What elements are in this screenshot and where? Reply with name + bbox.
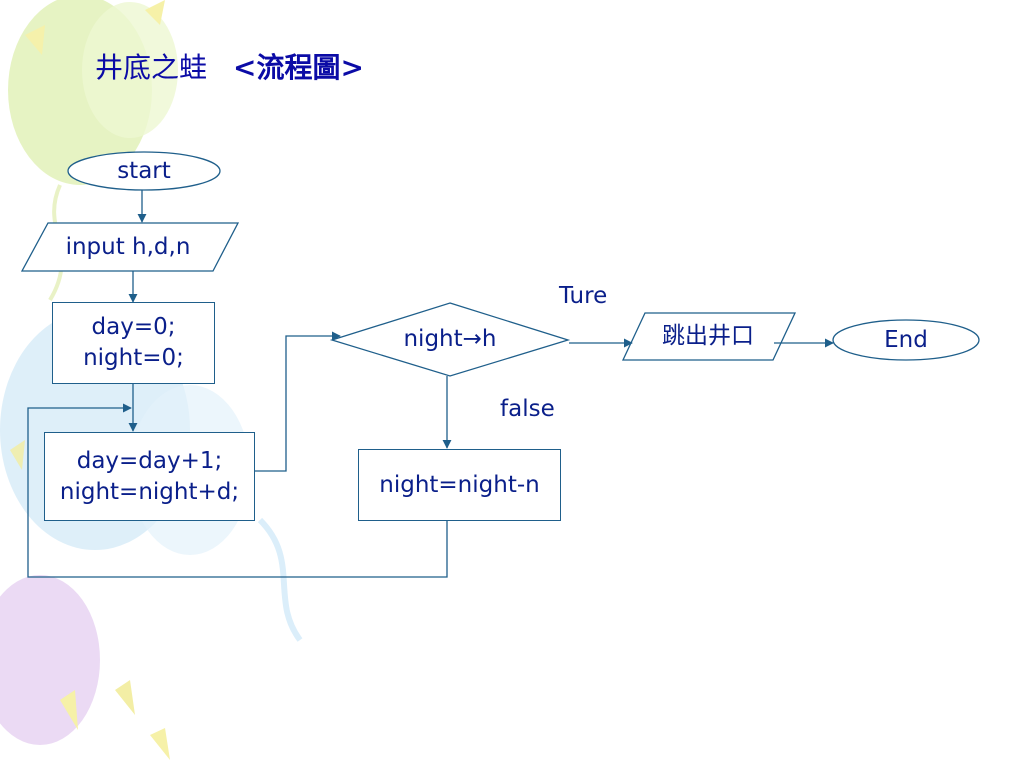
exit-node: 跳出井口: [632, 313, 784, 360]
end-label: End: [884, 326, 928, 353]
edge-loop-back: [27, 403, 448, 578]
edge-update-decision: [255, 331, 341, 472]
input-node: input h,d,n: [30, 223, 226, 271]
page-title: 井底之蛙 <流程圖>: [95, 48, 364, 88]
exit-label: 跳出井口: [662, 323, 754, 349]
init-node: day=0; night=0;: [52, 302, 215, 384]
init-line-2: night=0;: [83, 345, 184, 371]
title-main: 井底之蛙: [95, 51, 208, 84]
slide-down-label: night=night-n: [379, 471, 540, 498]
input-shape: [20, 222, 240, 272]
decision-shape: [329, 302, 571, 377]
false-branch-label: false: [500, 396, 555, 422]
end-node: End: [833, 320, 979, 360]
decision-node: night→h: [332, 303, 568, 376]
title-sub: <流程圖>: [233, 51, 364, 84]
slide-down-node: night=night-n: [358, 449, 561, 521]
update-node: day=day+1; night=night+d;: [44, 432, 255, 521]
init-line-1: day=0;: [91, 314, 176, 340]
start-node: start: [68, 152, 220, 190]
balloon-green-icon: [8, 0, 178, 302]
start-shape: [67, 151, 221, 191]
update-line-1: day=day+1;: [76, 447, 223, 474]
update-line-2: night=night+d;: [59, 478, 240, 505]
ribbon-icon: [10, 0, 170, 760]
start-label: start: [117, 157, 171, 184]
true-branch-label: Ture: [559, 283, 608, 309]
input-label: input h,d,n: [65, 233, 191, 260]
decision-label: night→h: [403, 326, 497, 352]
